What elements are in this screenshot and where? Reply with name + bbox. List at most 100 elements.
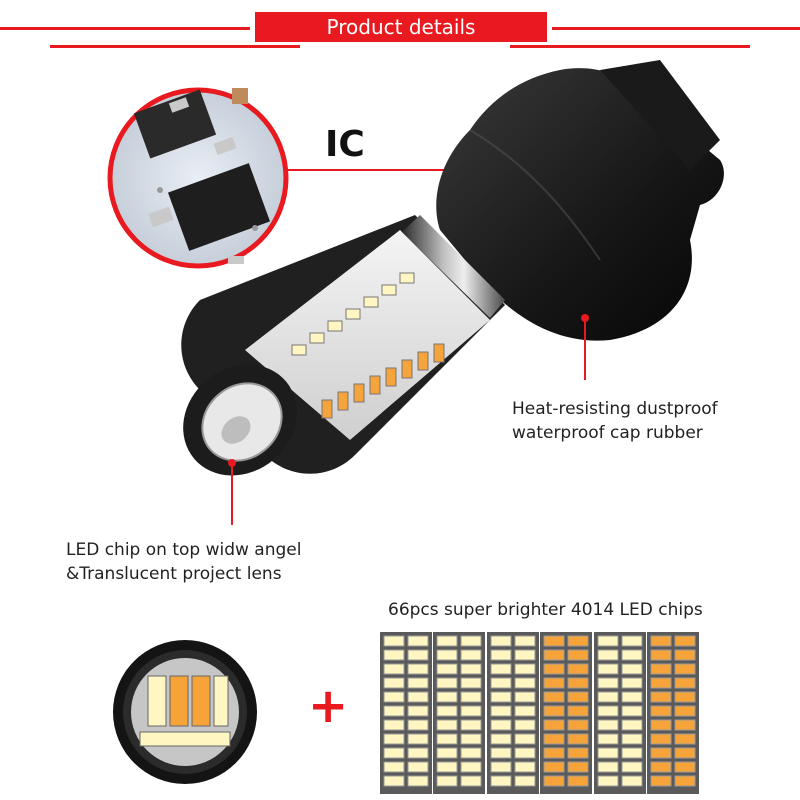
- led-chip-cell: [650, 761, 672, 773]
- led-chip-cell: [567, 719, 589, 731]
- chips-title: 66pcs super brighter 4014 LED chips: [388, 600, 703, 620]
- led-chip-cell: [490, 677, 512, 689]
- led-chip-cell: [436, 761, 458, 773]
- led-chip-cell: [407, 719, 429, 731]
- led-chip-cell: [407, 635, 429, 647]
- led-chip-cell: [597, 761, 619, 773]
- led-chip-cell: [490, 705, 512, 717]
- led-chip-cell: [460, 761, 482, 773]
- led-chip-cell: [650, 747, 672, 759]
- led-chip-cell: [674, 761, 696, 773]
- led-chip-cell: [407, 691, 429, 703]
- led-chip-cell: [460, 705, 482, 717]
- led-chip-cell: [650, 733, 672, 745]
- led-chip-cell: [383, 747, 405, 759]
- bulb-body: [181, 215, 505, 476]
- led-chip-cell: [460, 733, 482, 745]
- cap-callout-line-1: Heat-resisting dustproof: [512, 399, 718, 419]
- led-chip-cell: [650, 719, 672, 731]
- plus-icon: +: [308, 678, 349, 734]
- led-chip-cell: [383, 775, 405, 787]
- led-chip-cell: [383, 719, 405, 731]
- led-chip-cell: [543, 761, 565, 773]
- led-chip-cell: [621, 677, 643, 689]
- led-chip-cell: [383, 649, 405, 661]
- led-chip-cell: [543, 775, 565, 787]
- led-chip-cell: [407, 761, 429, 773]
- led-chip-cell: [674, 719, 696, 731]
- led-chip-cell: [490, 761, 512, 773]
- led-chip-cell: [436, 649, 458, 661]
- led-chip-cell: [597, 649, 619, 661]
- led-chip-cell: [567, 747, 589, 759]
- led-chip-cell: [514, 677, 536, 689]
- led-face-thumbnail: [113, 640, 257, 784]
- led-chip-cell: [567, 691, 589, 703]
- led-chip-cell: [383, 635, 405, 647]
- lens-callout: LED chip on top widw angel &Translucent …: [66, 538, 301, 586]
- cap-callout-line-2: waterproof cap rubber: [512, 423, 703, 443]
- led-chip-cell: [460, 677, 482, 689]
- led-chip-cell: [567, 635, 589, 647]
- led-row-white: [291, 272, 415, 356]
- led-chip-cell: [436, 663, 458, 675]
- led-chip-cell: [407, 663, 429, 675]
- led-chip-cell: [543, 649, 565, 661]
- led-chip-cell: [436, 677, 458, 689]
- led-chip-cell: [597, 635, 619, 647]
- led-chip-cell: [597, 747, 619, 759]
- led-chip-cell: [407, 747, 429, 759]
- led-chip-cell: [490, 635, 512, 647]
- led-chip-cell: [543, 733, 565, 745]
- led-chip-cell: [460, 747, 482, 759]
- led-chip-cell: [621, 663, 643, 675]
- led-chip-cell: [674, 635, 696, 647]
- led-chip-cell: [567, 649, 589, 661]
- led-chip-cell: [383, 761, 405, 773]
- led-chip-cell: [621, 747, 643, 759]
- led-chip-cell: [597, 719, 619, 731]
- header-rule-right-bottom: [510, 45, 750, 48]
- led-chip-cell: [674, 677, 696, 689]
- led-chip-cell: [436, 733, 458, 745]
- led-chip-cell: [543, 705, 565, 717]
- led-chip-cell: [621, 775, 643, 787]
- ic-label: IC: [325, 124, 365, 165]
- lens-callout-line-2: &Translucent project lens: [66, 564, 282, 584]
- led-chip-cell: [597, 733, 619, 745]
- led-chip-cell: [407, 733, 429, 745]
- led-chip-cell: [567, 761, 589, 773]
- led-chip-cell: [543, 677, 565, 689]
- led-chip-cell: [514, 649, 536, 661]
- led-chip-cell: [674, 663, 696, 675]
- led-chip-cell: [514, 663, 536, 675]
- led-chip-cell: [514, 635, 536, 647]
- led-chip-cell: [650, 649, 672, 661]
- led-chip-cell: [543, 719, 565, 731]
- led-chip-cell: [460, 691, 482, 703]
- led-chip-cell: [490, 747, 512, 759]
- led-chip-cell: [407, 677, 429, 689]
- led-chip-cell: [674, 775, 696, 787]
- led-chip-cell: [436, 705, 458, 717]
- led-chip-cell: [543, 663, 565, 675]
- led-chip-cell: [621, 761, 643, 773]
- led-chip-cell: [674, 747, 696, 759]
- led-chip-cell: [407, 649, 429, 661]
- led-chip-cell: [674, 733, 696, 745]
- led-chip-cell: [383, 733, 405, 745]
- ic-zoom-circle: [107, 87, 289, 269]
- led-chip-cell: [674, 691, 696, 703]
- header-rule-right-top: [552, 27, 800, 30]
- led-row-amber: [321, 343, 445, 419]
- led-chip-cell: [597, 691, 619, 703]
- led-chip-cell: [621, 719, 643, 731]
- led-chip-cell: [490, 663, 512, 675]
- led-chip-cell: [436, 719, 458, 731]
- led-chip-cell: [543, 747, 565, 759]
- led-chip-cell: [460, 663, 482, 675]
- led-chip-cell: [567, 733, 589, 745]
- led-chip-cell: [460, 719, 482, 731]
- led-chip-cell: [597, 677, 619, 689]
